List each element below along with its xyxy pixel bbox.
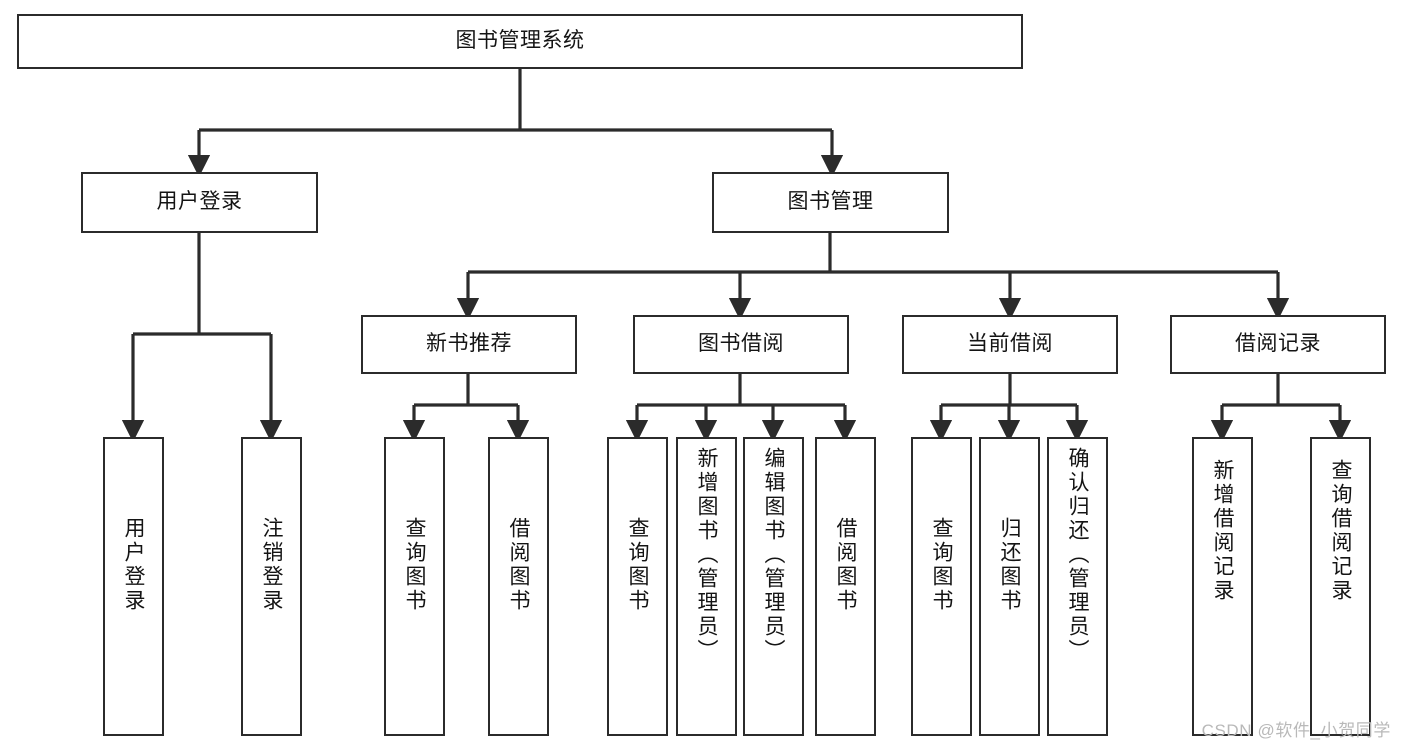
- node-label: 查询借阅记录: [1329, 459, 1352, 603]
- node-label: 查询图书: [403, 517, 426, 613]
- node-label: 用户登录: [156, 190, 243, 214]
- leaf-borrow-record-add-record[interactable]: 新增借阅记录: [1192, 437, 1253, 736]
- node-label: 图书借阅: [698, 332, 784, 356]
- node-label: 当前借阅: [967, 332, 1053, 356]
- node-label: 用户登录: [122, 517, 145, 613]
- leaf-current-borrow-confirm-return-admin[interactable]: 确认归还（管理员）: [1047, 437, 1108, 736]
- node-label: 图书管理系统: [455, 29, 585, 53]
- node-label: 新增借阅记录: [1211, 459, 1234, 603]
- node-label: 新书推荐: [426, 332, 512, 356]
- leaf-new-book-query-books[interactable]: 查询图书: [384, 437, 445, 736]
- leaf-borrow-record-query-record[interactable]: 查询借阅记录: [1310, 437, 1371, 736]
- leaf-current-borrow-return-books[interactable]: 归还图书: [979, 437, 1040, 736]
- node-label: 查询图书: [626, 517, 649, 613]
- leaf-book-borrow-add-book-admin[interactable]: 新增图书（管理员）: [676, 437, 737, 736]
- node-book-borrow[interactable]: 图书借阅: [633, 315, 849, 374]
- node-borrow-record[interactable]: 借阅记录: [1170, 315, 1386, 374]
- node-label: 新增图书（管理员）: [695, 447, 718, 663]
- node-current-borrow[interactable]: 当前借阅: [902, 315, 1118, 374]
- node-label: 查询图书: [930, 517, 953, 613]
- leaf-book-borrow-query-books[interactable]: 查询图书: [607, 437, 668, 736]
- leaf-user-login-logout[interactable]: 注销登录: [241, 437, 302, 736]
- node-label: 图书管理: [787, 190, 874, 214]
- node-root-book-management-system[interactable]: 图书管理系统: [17, 14, 1023, 69]
- leaf-new-book-borrow-books[interactable]: 借阅图书: [488, 437, 549, 736]
- node-label: 编辑图书（管理员）: [762, 447, 785, 663]
- leaf-current-borrow-query-books[interactable]: 查询图书: [911, 437, 972, 736]
- node-new-book-recommendation[interactable]: 新书推荐: [361, 315, 577, 374]
- node-label: 借阅图书: [507, 517, 530, 613]
- leaf-book-borrow-borrow-books[interactable]: 借阅图书: [815, 437, 876, 736]
- leaf-book-borrow-edit-book-admin[interactable]: 编辑图书（管理员）: [743, 437, 804, 736]
- node-user-login[interactable]: 用户登录: [81, 172, 318, 233]
- node-book-management[interactable]: 图书管理: [712, 172, 949, 233]
- csdn-watermark: CSDN @软件_小贺同学: [1201, 721, 1391, 740]
- node-label: 注销登录: [260, 517, 283, 613]
- node-label: 归还图书: [998, 517, 1021, 613]
- node-label: 借阅图书: [834, 517, 857, 613]
- node-label: 确认归还（管理员）: [1066, 447, 1089, 663]
- node-label: 借阅记录: [1235, 332, 1321, 356]
- leaf-user-login-login[interactable]: 用户登录: [103, 437, 164, 736]
